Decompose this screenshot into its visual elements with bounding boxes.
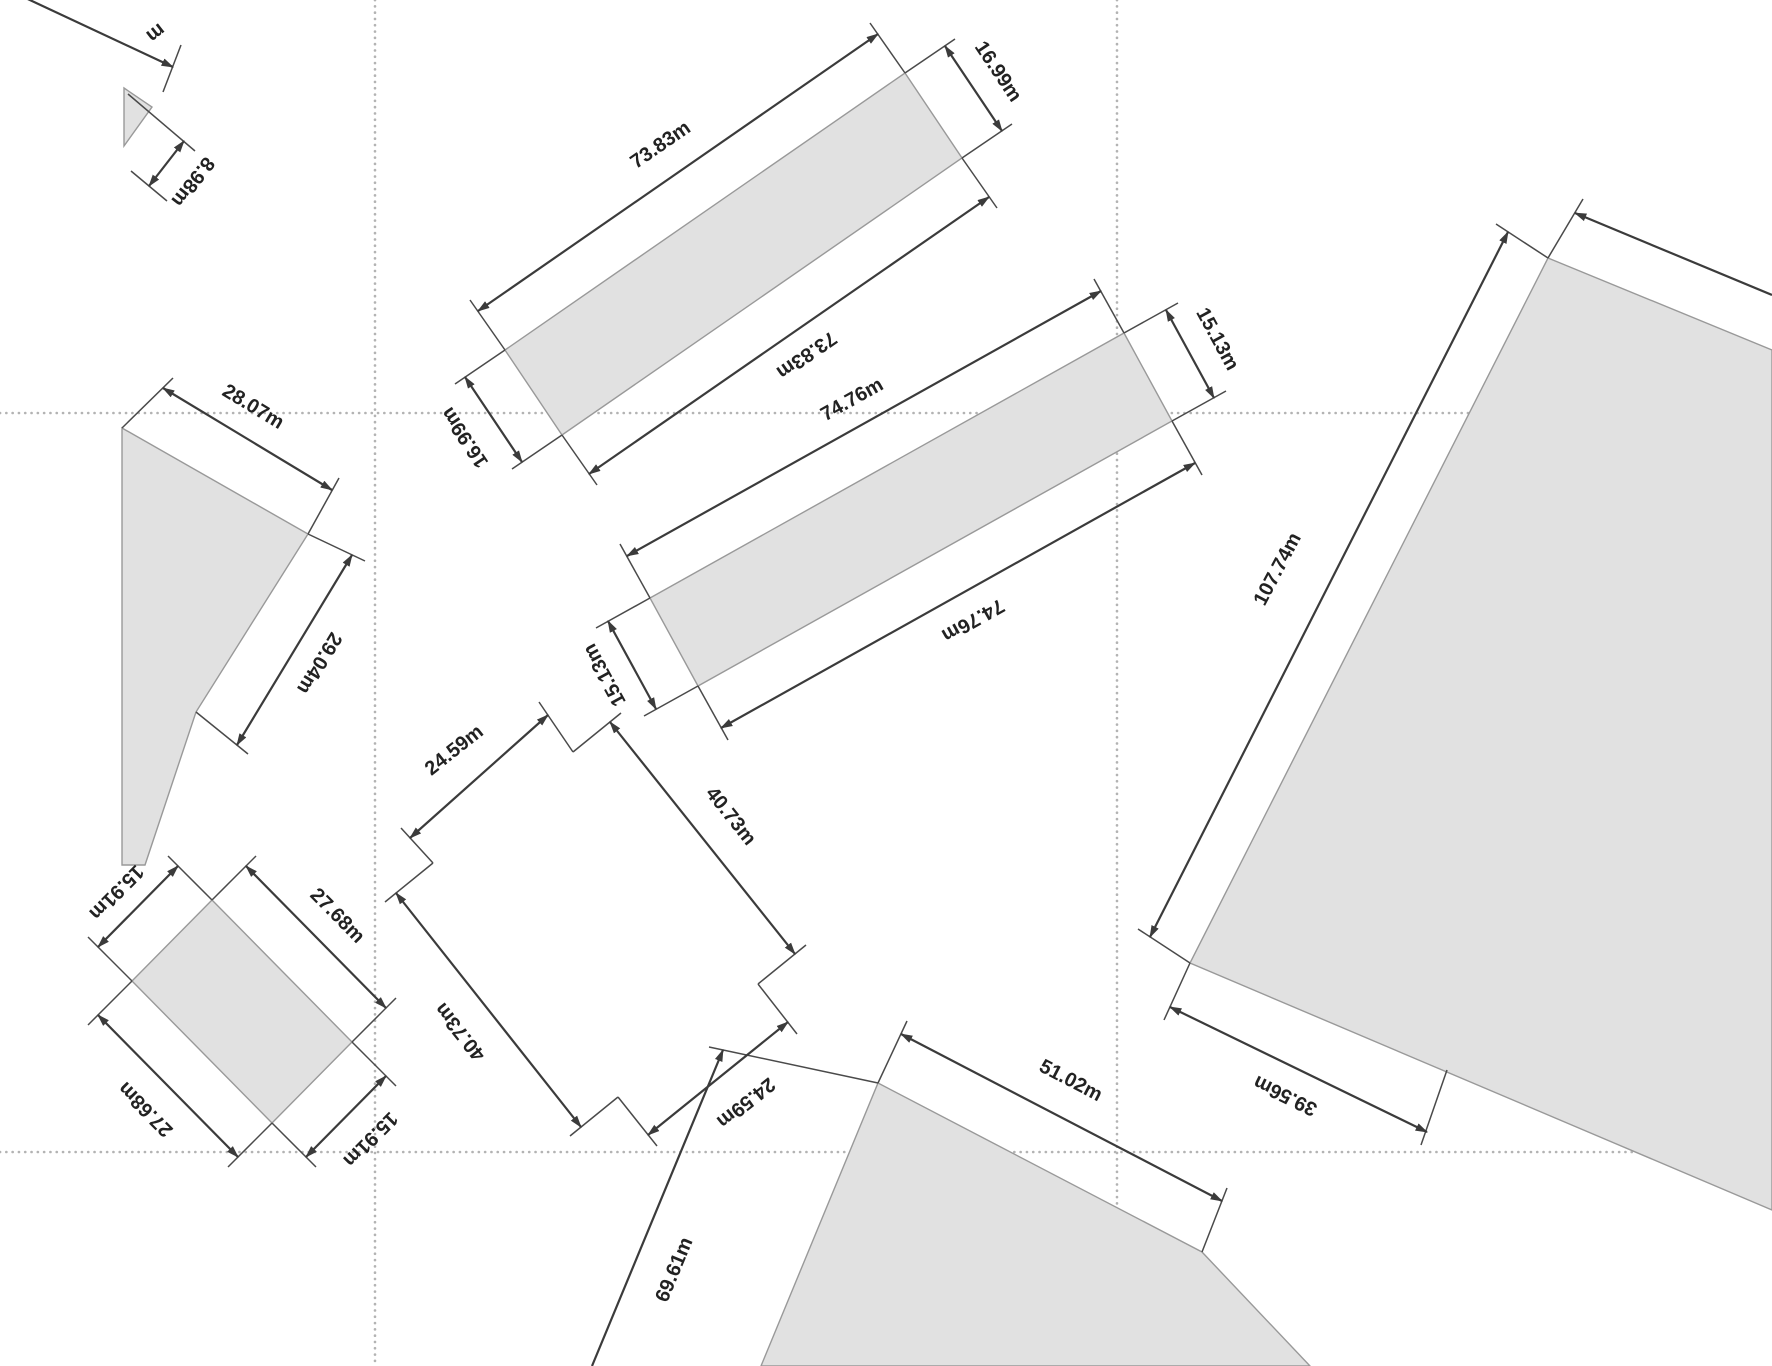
dimension-line <box>162 387 333 491</box>
dimension-extension-line <box>307 533 366 562</box>
dimension-extension-line <box>307 477 340 535</box>
dimension-extension-line <box>351 997 397 1043</box>
dimension-line <box>900 1033 1223 1202</box>
dimension-extension-line <box>757 944 807 985</box>
dimension-line <box>245 865 387 1009</box>
parcel-bottom[interactable] <box>760 1082 1311 1366</box>
dimension-label: 24.59m <box>421 721 488 780</box>
dimension-line <box>148 140 185 187</box>
dimension-line <box>720 462 1196 729</box>
dimension-extension-line <box>757 983 798 1035</box>
dimension-extension-line <box>561 434 598 486</box>
dimension-label: 40.73m <box>701 783 761 850</box>
dimension-extension-line <box>619 543 651 599</box>
dimension-extension-line <box>1137 928 1191 964</box>
parcel-left[interactable] <box>121 426 309 866</box>
dimension-extension-line <box>1420 1069 1448 1146</box>
parcel-lower-left-rect[interactable] <box>131 899 353 1124</box>
dimension-extension-line <box>595 597 651 629</box>
dimension-line <box>236 554 353 746</box>
dimension-extension-line <box>87 980 133 1026</box>
dimension-extension-line <box>1093 278 1125 334</box>
dimension-label: 40.73m <box>431 998 491 1065</box>
dimension-extension-line <box>1171 390 1227 422</box>
dimension-label: 8.98m <box>167 153 219 211</box>
dimension-line <box>305 1075 387 1158</box>
dimension-line <box>1169 1006 1428 1133</box>
dimension-line <box>97 865 179 948</box>
dimension-extension-line <box>469 299 506 351</box>
dimension-label: 107.74m <box>1249 529 1305 609</box>
dimension-extension-line <box>877 1020 908 1084</box>
dimension-extension-line <box>538 701 574 753</box>
dimension-label: 15.13m <box>1191 304 1243 374</box>
dimension-line <box>1573 211 1772 297</box>
dimension-extension-line <box>167 855 213 901</box>
dimension-extension-line <box>271 1122 317 1168</box>
dimension-line <box>626 290 1102 557</box>
dimension-extension-line <box>617 1096 658 1147</box>
dimension-line <box>590 1048 725 1366</box>
dimension-extension-line <box>454 349 506 385</box>
dimension-line <box>647 1021 789 1136</box>
dimension-label: 27.68m <box>306 884 369 948</box>
dimension-line <box>27 0 174 68</box>
dimension-extension-line <box>351 1041 397 1087</box>
dimension-extension-line <box>1547 198 1584 259</box>
dimension-extension-line <box>87 936 133 982</box>
parcel-top-rect[interactable] <box>504 72 963 436</box>
dimension-label: m <box>142 19 170 47</box>
dimension-extension-line <box>572 712 622 753</box>
dimension-extension-line <box>697 685 729 741</box>
dimension-line <box>409 714 549 839</box>
parcel-right-large[interactable] <box>1189 257 1772 1211</box>
dimension-line <box>395 892 582 1128</box>
dimension-extension-line <box>569 1096 619 1137</box>
dimension-extension-line <box>400 827 434 864</box>
parcels-layer <box>121 72 1772 1366</box>
dimension-line <box>609 721 796 955</box>
dimension-extension-line <box>384 862 434 903</box>
dimension-label: 28.07m <box>218 380 287 434</box>
dimension-extension-line <box>121 377 174 429</box>
dimension-label: 73.83m <box>772 327 840 384</box>
parcel-middle-rect[interactable] <box>649 332 1173 687</box>
dimension-extension-line <box>643 685 699 717</box>
dimension-extension-line <box>961 157 998 209</box>
dimension-line <box>477 33 879 312</box>
dimension-label: 15.91m <box>85 860 148 924</box>
dimension-extension-line <box>869 22 906 74</box>
dimension-label: 73.83m <box>626 117 694 174</box>
dimension-extension-line <box>1495 223 1549 259</box>
dimension-line <box>1149 231 1509 938</box>
dimension-extension-line <box>904 38 956 74</box>
dimension-extension-line <box>195 711 249 755</box>
dimension-extension-line <box>227 1122 273 1168</box>
dimension-line <box>464 376 523 463</box>
dimension-label: 15.91m <box>339 1107 402 1171</box>
dimension-extension-line <box>162 44 182 93</box>
dimension-extension-line <box>211 855 257 901</box>
dimension-extension-line <box>1163 962 1191 1021</box>
dimension-label: 39.56m <box>1250 1071 1321 1120</box>
dimension-label: 69.61m <box>651 1234 697 1305</box>
dimension-line <box>97 1014 239 1158</box>
dimension-label: 51.02m <box>1036 1055 1106 1106</box>
dimension-line <box>607 620 657 710</box>
dimension-extension-line <box>511 434 563 470</box>
dimension-extension-line <box>961 123 1013 159</box>
parcel-top-left-sliver[interactable] <box>123 86 153 149</box>
dimension-label: 74.76m <box>817 374 887 426</box>
dimension-line <box>944 45 1003 132</box>
dimension-label: 24.59m <box>712 1073 779 1132</box>
